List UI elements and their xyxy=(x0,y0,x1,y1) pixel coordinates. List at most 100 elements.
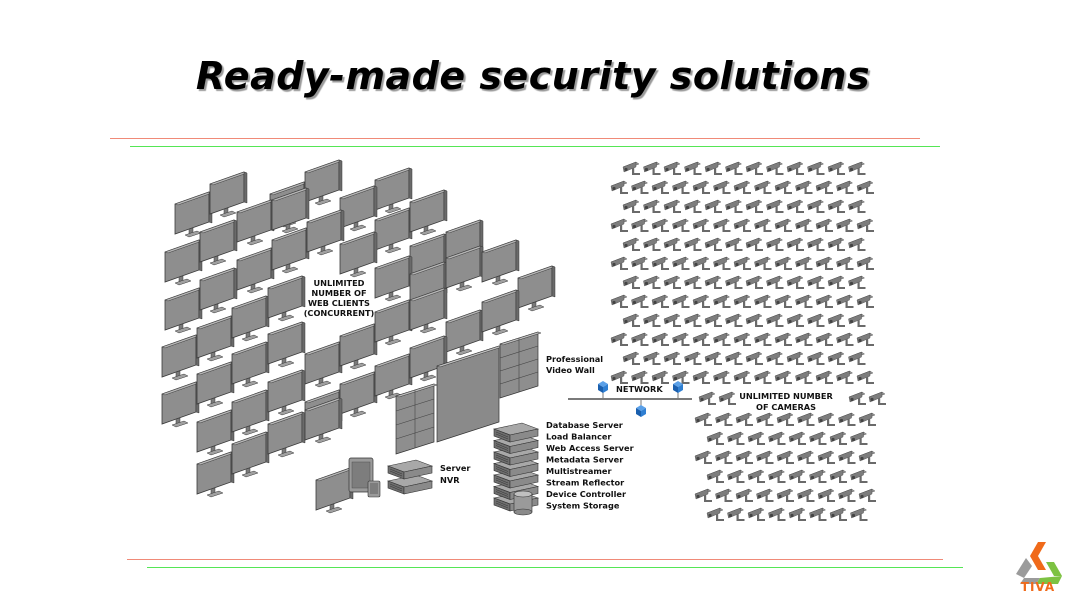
camera-icon xyxy=(795,218,813,233)
camera-icon xyxy=(795,370,813,385)
camera-icon xyxy=(815,218,834,233)
camera-icon xyxy=(774,256,793,271)
web-client-monitor-icon xyxy=(161,334,200,381)
camera-icon xyxy=(815,370,834,385)
camera-icon xyxy=(868,391,887,406)
camera-icon xyxy=(631,218,649,233)
camera-icon xyxy=(622,199,641,214)
network-bus xyxy=(568,381,692,417)
server-role-label: System Storage xyxy=(546,501,620,511)
web-client-monitor-icon xyxy=(374,299,413,346)
camera-icon xyxy=(735,412,754,427)
camera-icon xyxy=(651,332,670,347)
camera-icon xyxy=(651,180,670,195)
web-client-monitor-icon xyxy=(236,199,275,246)
camera-icon xyxy=(610,294,629,309)
camera-icon xyxy=(692,218,711,233)
camera-icon xyxy=(848,391,867,406)
camera-icon xyxy=(733,256,752,271)
camera-icon xyxy=(704,351,723,366)
camera-icon xyxy=(754,218,772,233)
camera-icon xyxy=(815,256,834,271)
camera-icon xyxy=(672,294,690,309)
camera-icon xyxy=(786,313,805,328)
camera-icon xyxy=(850,507,868,522)
camera-icon xyxy=(704,237,723,252)
camera-icon xyxy=(610,370,629,385)
camera-icon xyxy=(836,218,854,233)
camera-icon xyxy=(725,161,743,176)
camera-icon xyxy=(774,370,793,385)
camera-icon xyxy=(651,370,670,385)
camera-icon xyxy=(756,488,774,503)
camera-icon xyxy=(706,469,725,484)
camera-icon xyxy=(768,507,786,522)
web-client-monitor-icon xyxy=(339,371,378,418)
web-client-monitor-icon xyxy=(304,341,343,388)
camera-icon xyxy=(836,256,854,271)
camera-icon xyxy=(858,488,877,503)
camera-icon xyxy=(718,391,737,406)
camera-icon xyxy=(725,237,743,252)
web-client-monitor-icon xyxy=(271,227,310,274)
camera-icon xyxy=(727,469,745,484)
camera-icon xyxy=(663,199,682,214)
camera-icon xyxy=(684,313,702,328)
web-clients-label-line2: NUMBER OF xyxy=(311,288,366,298)
camera-icon xyxy=(766,199,784,214)
camera-icon xyxy=(643,351,661,366)
camera-icon xyxy=(672,256,690,271)
camera-icon xyxy=(815,180,834,195)
camera-icon xyxy=(725,275,743,290)
camera-icon xyxy=(713,180,731,195)
web-client-monitor-icon xyxy=(374,255,413,302)
camera-icon xyxy=(651,294,670,309)
camera-icon xyxy=(848,161,866,176)
camera-icon xyxy=(797,450,815,465)
server-role-label: Metadata Server xyxy=(546,455,624,465)
video-wall-label-line2: Video Wall xyxy=(546,365,595,375)
camera-icon xyxy=(809,431,827,446)
nvr-server-icon xyxy=(387,459,433,495)
camera-icon xyxy=(848,237,866,252)
web-client-monitor-icon xyxy=(231,295,270,342)
camera-icon xyxy=(713,256,731,271)
camera-icon xyxy=(827,161,846,176)
camera-icon xyxy=(856,218,875,233)
bottom-divider-green xyxy=(147,567,963,568)
server-role-label: Load Balancer xyxy=(546,432,612,442)
camera-icon xyxy=(631,370,649,385)
camera-icon xyxy=(610,332,629,347)
camera-icon xyxy=(733,332,752,347)
camera-icon xyxy=(672,218,690,233)
camera-icon xyxy=(704,199,723,214)
camera-icon xyxy=(786,275,805,290)
web-client-monitor-icon xyxy=(199,219,238,266)
camera-icon xyxy=(684,199,702,214)
camera-icon xyxy=(850,469,868,484)
camera-icon xyxy=(715,488,733,503)
web-client-monitor-icon xyxy=(267,411,306,458)
camera-icon xyxy=(776,450,795,465)
camera-icon xyxy=(733,294,752,309)
web-clients-label-line1: UNLIMITED xyxy=(314,278,365,288)
camera-icon xyxy=(766,275,784,290)
camera-icon xyxy=(684,161,702,176)
camera-icon xyxy=(622,275,641,290)
web-client-monitor-icon xyxy=(374,167,413,214)
camera-icon xyxy=(643,275,661,290)
camera-icon xyxy=(663,351,682,366)
camera-icon xyxy=(858,412,877,427)
camera-icon xyxy=(829,469,848,484)
server-role-label: Database Server xyxy=(546,420,624,430)
web-client-monitor-icon xyxy=(445,309,484,356)
camera-icon xyxy=(725,351,743,366)
camera-icon xyxy=(735,450,754,465)
camera-icon xyxy=(788,431,807,446)
web-clients-label-line3: WEB CLIENTS xyxy=(308,298,370,308)
camera-icon xyxy=(829,507,848,522)
camera-icon xyxy=(694,450,713,465)
camera-icon xyxy=(774,218,793,233)
web-client-monitor-icon xyxy=(267,321,306,368)
